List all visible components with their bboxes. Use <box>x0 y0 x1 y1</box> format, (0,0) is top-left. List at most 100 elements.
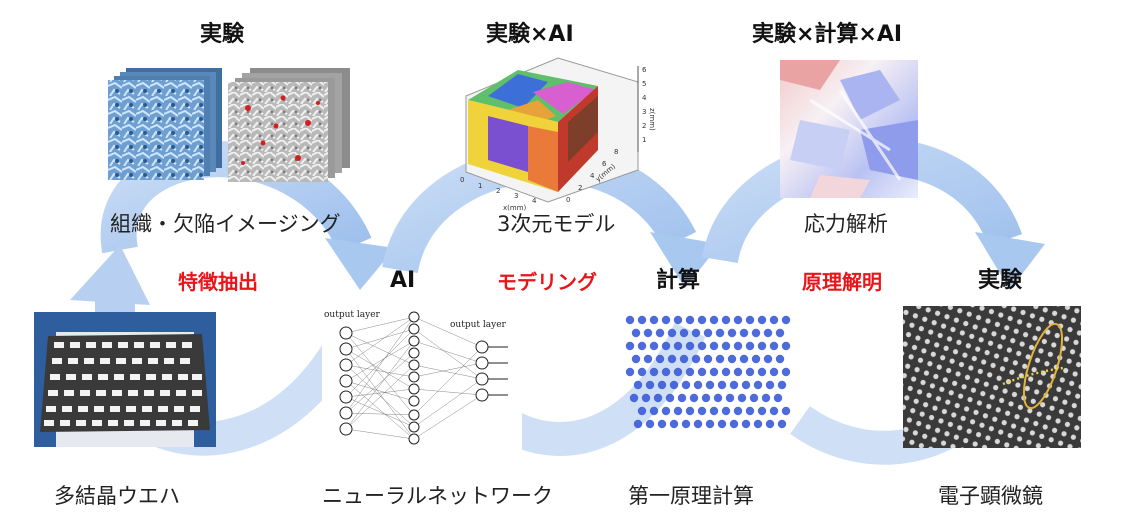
heading-ai: AI <box>390 268 416 293</box>
atom <box>681 419 691 429</box>
atom <box>737 393 747 403</box>
atom <box>631 328 641 338</box>
z-tick-1: 1 <box>642 136 646 144</box>
step-feature-extraction: 特徴抽出 <box>178 270 258 294</box>
x-tick-0: 0 <box>460 176 464 184</box>
atom <box>765 380 775 390</box>
atom <box>697 341 707 351</box>
atom <box>661 406 671 416</box>
step-modeling: モデリング <box>497 270 597 294</box>
atom <box>655 328 665 338</box>
atom <box>715 354 725 364</box>
atom <box>715 328 725 338</box>
z-tick-4: 4 <box>642 94 647 102</box>
atom <box>775 354 785 364</box>
atom <box>693 419 703 429</box>
atom <box>673 341 683 351</box>
atom <box>769 406 779 416</box>
atom <box>777 419 787 429</box>
atom <box>777 380 787 390</box>
z-tick-5: 5 <box>642 80 646 88</box>
atom <box>625 367 635 377</box>
atomic-lattice <box>625 315 791 429</box>
atom <box>745 315 755 325</box>
atom <box>657 419 667 429</box>
atom <box>655 354 665 364</box>
atom <box>757 315 767 325</box>
atom <box>637 406 647 416</box>
atom <box>727 328 737 338</box>
atom <box>733 341 743 351</box>
y-tick-0: 0 <box>566 196 570 204</box>
atom <box>657 380 667 390</box>
atom <box>763 354 773 364</box>
arrow-head-3 <box>975 232 1045 290</box>
atom <box>781 406 791 416</box>
atom <box>757 406 767 416</box>
atom <box>725 393 735 403</box>
atom <box>649 406 659 416</box>
y-tick-8: 8 <box>614 148 618 156</box>
arrow-head-1b <box>70 245 150 305</box>
caption-first-principles: 第一原理計算 <box>628 484 754 508</box>
atom <box>643 328 653 338</box>
atom <box>741 380 751 390</box>
defect-image-stack <box>228 68 350 182</box>
atom <box>637 367 647 377</box>
atom <box>649 367 659 377</box>
atom <box>677 393 687 403</box>
wafer-tray <box>40 334 210 432</box>
atom <box>631 354 641 364</box>
heading-experiment-2: 実験 <box>978 268 1023 293</box>
atom <box>625 315 635 325</box>
atom <box>709 315 719 325</box>
atom <box>633 419 643 429</box>
tem-image <box>903 306 1081 448</box>
atom <box>691 328 701 338</box>
atom <box>673 406 683 416</box>
atom <box>681 380 691 390</box>
z-tick-2: 2 <box>642 122 646 130</box>
y-tick-2: 2 <box>578 184 582 192</box>
atom <box>709 367 719 377</box>
atom <box>649 315 659 325</box>
wafer-photo <box>34 312 216 447</box>
atom <box>633 380 643 390</box>
atom <box>745 406 755 416</box>
atom <box>733 315 743 325</box>
nn-label-right: output layer <box>450 320 507 330</box>
atom <box>709 341 719 351</box>
x-tick-4: 4 <box>532 197 537 205</box>
atom <box>761 393 771 403</box>
atom <box>751 354 761 364</box>
caption-stress: 応力解析 <box>804 212 888 236</box>
atom <box>653 393 663 403</box>
atom <box>669 419 679 429</box>
atom <box>661 341 671 351</box>
atom <box>703 354 713 364</box>
atom <box>685 406 695 416</box>
atom <box>775 328 785 338</box>
step-mechanism: 原理解明 <box>802 270 882 294</box>
x-tick-3: 3 <box>514 192 518 200</box>
atom <box>697 367 707 377</box>
atom <box>721 367 731 377</box>
grain-3d-model-plot: 6 5 4 3 2 1 z(mm) 0 1 2 3 4 x(mm) 0 2 4 … <box>460 57 656 212</box>
atom <box>645 419 655 429</box>
arrow-head-1 <box>325 238 395 290</box>
arrow-loop-2-lower <box>490 322 706 456</box>
atom <box>769 367 779 377</box>
atom <box>713 393 723 403</box>
atom <box>739 354 749 364</box>
atom <box>721 315 731 325</box>
atom <box>685 341 695 351</box>
atom <box>667 354 677 364</box>
atom <box>753 419 763 429</box>
atom <box>625 341 635 351</box>
atom <box>685 367 695 377</box>
x-tick-2: 2 <box>496 187 500 195</box>
y-tick-6: 6 <box>602 160 607 168</box>
atom <box>667 328 677 338</box>
atom <box>705 419 715 429</box>
atom <box>721 406 731 416</box>
